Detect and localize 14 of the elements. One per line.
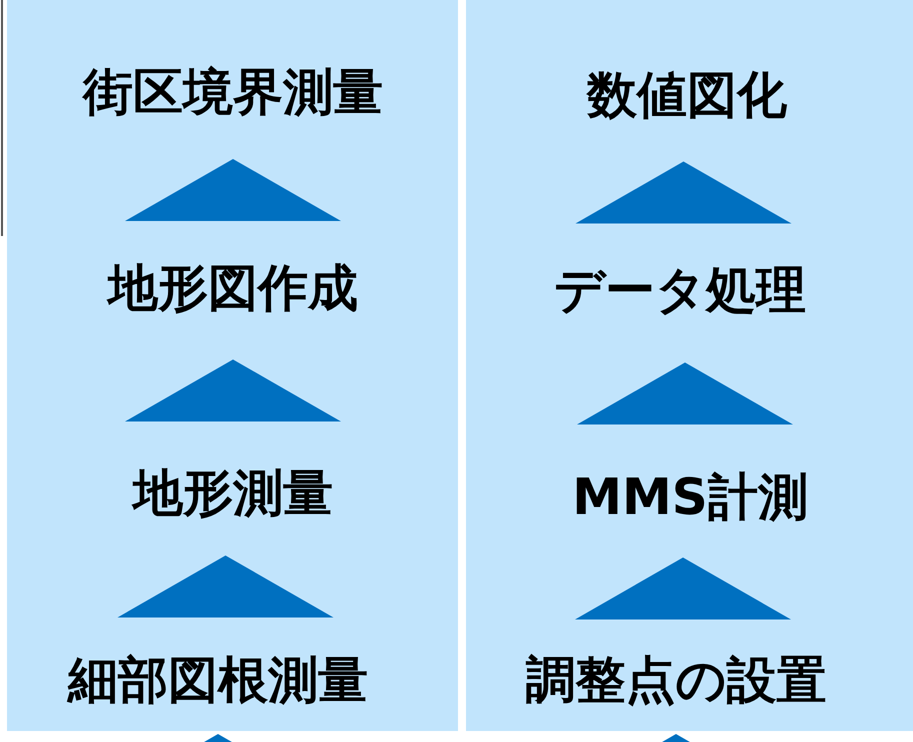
step-label: 街区境界測量 — [83, 64, 383, 120]
step-label: 地形測量 — [133, 465, 333, 521]
arrow — [125, 159, 341, 221]
step-label: 細部図根測量 — [68, 652, 368, 708]
step-label: 調整点の設置 — [526, 652, 826, 708]
step-label: 地形図作成 — [108, 260, 358, 316]
arrow — [575, 558, 791, 620]
step-label: MMS計測 — [572, 469, 808, 525]
arrow — [125, 360, 341, 422]
step-label: 数値図化 — [587, 67, 787, 123]
arrow — [118, 556, 334, 618]
arrow — [577, 362, 793, 424]
step-label: データ処理 — [554, 262, 806, 318]
arrow — [576, 162, 792, 224]
